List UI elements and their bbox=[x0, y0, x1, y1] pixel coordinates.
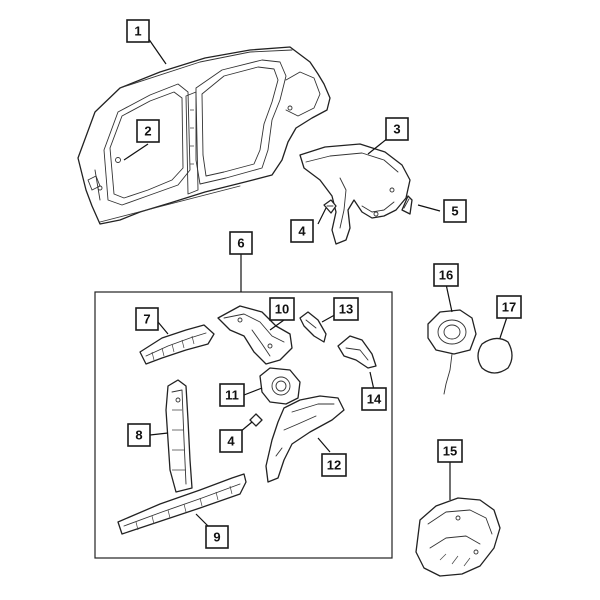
callout-11: 11 bbox=[219, 383, 245, 407]
callout-label: 15 bbox=[443, 444, 457, 459]
callout-4-upper: 4 bbox=[290, 219, 314, 243]
callout-label: 14 bbox=[367, 392, 382, 407]
callout-5: 5 bbox=[443, 199, 467, 223]
sill-panel bbox=[117, 473, 247, 535]
inner-wheelhouse bbox=[265, 395, 345, 483]
leader-12 bbox=[317, 437, 331, 453]
callout-9: 9 bbox=[205, 525, 229, 549]
leader-4a bbox=[317, 207, 327, 225]
leader-1 bbox=[147, 37, 167, 65]
callout-13: 13 bbox=[333, 297, 359, 321]
callout-label: 8 bbox=[135, 428, 142, 443]
callout-label: 13 bbox=[339, 302, 353, 317]
pillar-junction bbox=[217, 305, 293, 365]
callout-1: 1 bbox=[126, 19, 150, 43]
callout-3: 3 bbox=[385, 117, 409, 141]
callout-15: 15 bbox=[437, 439, 463, 463]
rail-part bbox=[139, 324, 215, 365]
callout-label: 4 bbox=[227, 434, 235, 449]
leader-lines bbox=[123, 37, 509, 529]
callout-label: 5 bbox=[451, 204, 458, 219]
group-frame bbox=[94, 291, 393, 559]
clip-part-lower bbox=[249, 413, 263, 427]
callout-8: 8 bbox=[127, 423, 151, 447]
callout-label: 16 bbox=[439, 268, 453, 283]
callout-16: 16 bbox=[433, 263, 459, 287]
callout-label: 1 bbox=[134, 24, 141, 39]
callout-label: 4 bbox=[298, 224, 306, 239]
leader-11 bbox=[243, 387, 263, 396]
callout-12: 12 bbox=[321, 453, 347, 477]
body-side-panel bbox=[77, 46, 331, 225]
callout-label: 10 bbox=[275, 302, 289, 317]
reinforcement-part bbox=[337, 335, 377, 369]
leader-7 bbox=[157, 321, 169, 335]
callout-label: 9 bbox=[213, 530, 220, 545]
trim-bracket bbox=[401, 195, 413, 215]
callout-14: 14 bbox=[361, 387, 387, 411]
clip-part-upper bbox=[323, 199, 337, 214]
leader-16 bbox=[445, 283, 453, 313]
small-bracket bbox=[299, 311, 327, 343]
quarter-panel bbox=[299, 143, 411, 245]
callout-10: 10 bbox=[269, 297, 295, 321]
leader-5 bbox=[417, 204, 441, 212]
callout-label: 17 bbox=[502, 300, 516, 315]
leader-8 bbox=[149, 432, 169, 436]
fuel-door-housing bbox=[427, 309, 477, 395]
leader-2 bbox=[123, 143, 149, 161]
callout-label: 11 bbox=[225, 388, 239, 403]
fuel-door bbox=[477, 337, 513, 374]
callout-4-lower: 4 bbox=[219, 429, 243, 453]
fuel-pocket-panel bbox=[259, 367, 301, 405]
leader-3 bbox=[367, 137, 389, 155]
leader-10 bbox=[269, 319, 285, 331]
callout-label: 3 bbox=[393, 122, 400, 137]
b-pillar bbox=[165, 379, 193, 493]
callout-label: 12 bbox=[327, 458, 341, 473]
callout-label: 6 bbox=[237, 236, 244, 251]
callout-17: 17 bbox=[496, 295, 522, 319]
callout-7: 7 bbox=[135, 307, 159, 331]
outer-wheelhouse bbox=[415, 497, 501, 577]
callout-label: 7 bbox=[143, 312, 150, 327]
callout-6: 6 bbox=[229, 231, 253, 255]
callout-label: 2 bbox=[144, 124, 151, 139]
callout-2: 2 bbox=[136, 119, 160, 143]
leader-14 bbox=[369, 371, 375, 391]
